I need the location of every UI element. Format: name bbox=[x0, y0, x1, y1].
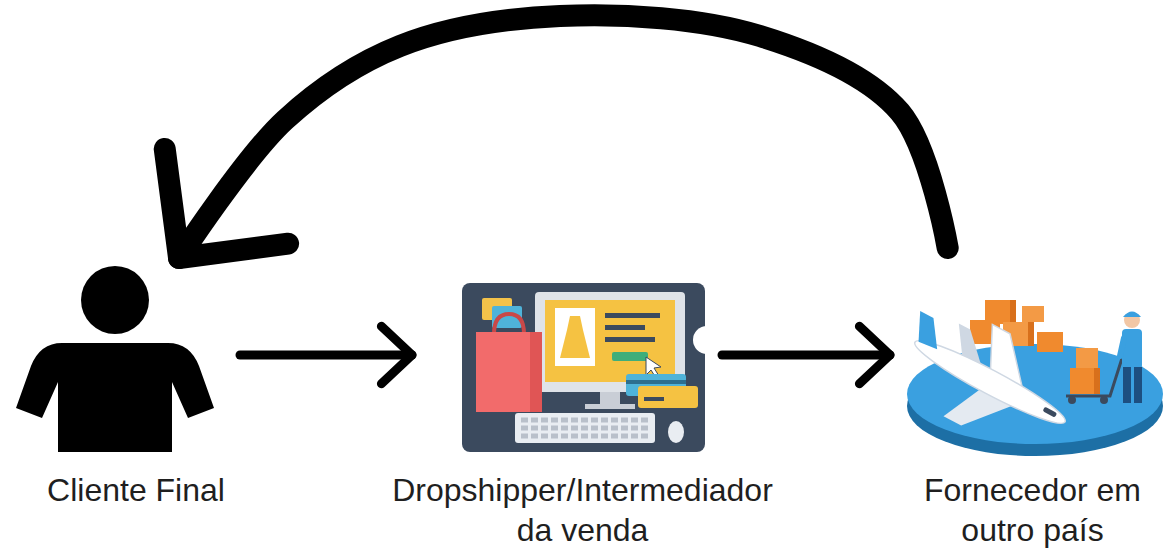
worker-with-trolley-part bbox=[1122, 329, 1142, 369]
computer-illustration-part bbox=[530, 332, 542, 412]
cargo-boxes bbox=[970, 300, 1063, 352]
worker-with-trolley-part bbox=[1123, 312, 1141, 318]
worker-with-trolley-part bbox=[1124, 312, 1140, 328]
computer-illustration-part bbox=[600, 392, 620, 405]
computer-illustration-part bbox=[605, 337, 655, 342]
node-label: Fornecedor em outro país bbox=[903, 470, 1163, 550]
dropshipper-node: Dropshipper/Intermediador da venda bbox=[455, 280, 710, 455]
flow-arrow bbox=[240, 326, 412, 384]
cargo-boxes-part bbox=[1010, 300, 1016, 324]
computer-illustration-part bbox=[521, 420, 650, 436]
computer-illustration-part bbox=[494, 314, 524, 334]
computer-illustration-part-part bbox=[521, 418, 650, 423]
cargo-boxes-part bbox=[1022, 306, 1044, 322]
node-label: Dropshipper/Intermediador da venda bbox=[383, 470, 783, 550]
flow-arrow bbox=[722, 326, 890, 384]
computer-illustration-part bbox=[644, 397, 664, 401]
person-icon-part bbox=[81, 266, 149, 334]
worker-with-trolley-part bbox=[1123, 367, 1131, 403]
supplier-node: Fornecedor em outro país bbox=[900, 298, 1165, 455]
worker-with-trolley-part bbox=[1134, 367, 1142, 403]
cargo-boxes-part bbox=[1037, 332, 1063, 352]
airplane-part bbox=[1043, 407, 1058, 418]
computer-illustration bbox=[462, 283, 721, 452]
worker-with-trolley-part bbox=[1076, 348, 1098, 368]
computer-illustration-part bbox=[585, 404, 635, 409]
node-label: Cliente Final bbox=[6, 470, 266, 510]
worker-with-trolley-part bbox=[1070, 368, 1100, 394]
arrow-head bbox=[381, 326, 412, 384]
computer-illustration-part bbox=[612, 352, 648, 361]
computer-illustration-part bbox=[545, 300, 675, 382]
client-node: Cliente Final bbox=[25, 262, 220, 455]
computer-illustration-part bbox=[668, 421, 684, 443]
worker-with-trolley-part bbox=[1066, 352, 1124, 396]
computer-illustration-part bbox=[638, 386, 698, 408]
flow-arrow bbox=[165, 15, 948, 258]
computer-illustration-part bbox=[560, 316, 590, 358]
supplier-illustration bbox=[882, 291, 1163, 467]
arrow-line bbox=[240, 351, 412, 360]
computer-illustration-part bbox=[605, 313, 660, 318]
computer-illustration-part-part bbox=[521, 426, 650, 431]
arrow-line bbox=[722, 351, 890, 360]
person-icon bbox=[16, 266, 214, 452]
airplane bbox=[882, 291, 1090, 467]
computer-illustration-part bbox=[693, 326, 721, 354]
cargo-boxes-part bbox=[1028, 322, 1034, 346]
arrow-head bbox=[859, 326, 890, 384]
computer-illustration-part bbox=[515, 413, 655, 443]
worker-with-trolley-part bbox=[1120, 338, 1124, 356]
arrow-head bbox=[165, 149, 288, 258]
computer-illustration-part bbox=[476, 332, 542, 412]
computer-illustration-part bbox=[626, 380, 686, 384]
computer-illustration-part bbox=[555, 308, 595, 366]
computer-illustration-part bbox=[605, 325, 645, 330]
arrow-line bbox=[179, 15, 948, 258]
worker-with-trolley-part bbox=[1100, 396, 1108, 404]
computer-illustration-part-part bbox=[521, 434, 650, 439]
worker-with-trolley-part bbox=[1094, 368, 1100, 394]
worker-with-trolley bbox=[1066, 312, 1142, 405]
worker-with-trolley-part bbox=[1068, 396, 1076, 404]
person-icon-part bbox=[16, 343, 214, 452]
computer-illustration-part bbox=[462, 283, 705, 452]
airplane-part bbox=[907, 311, 949, 351]
